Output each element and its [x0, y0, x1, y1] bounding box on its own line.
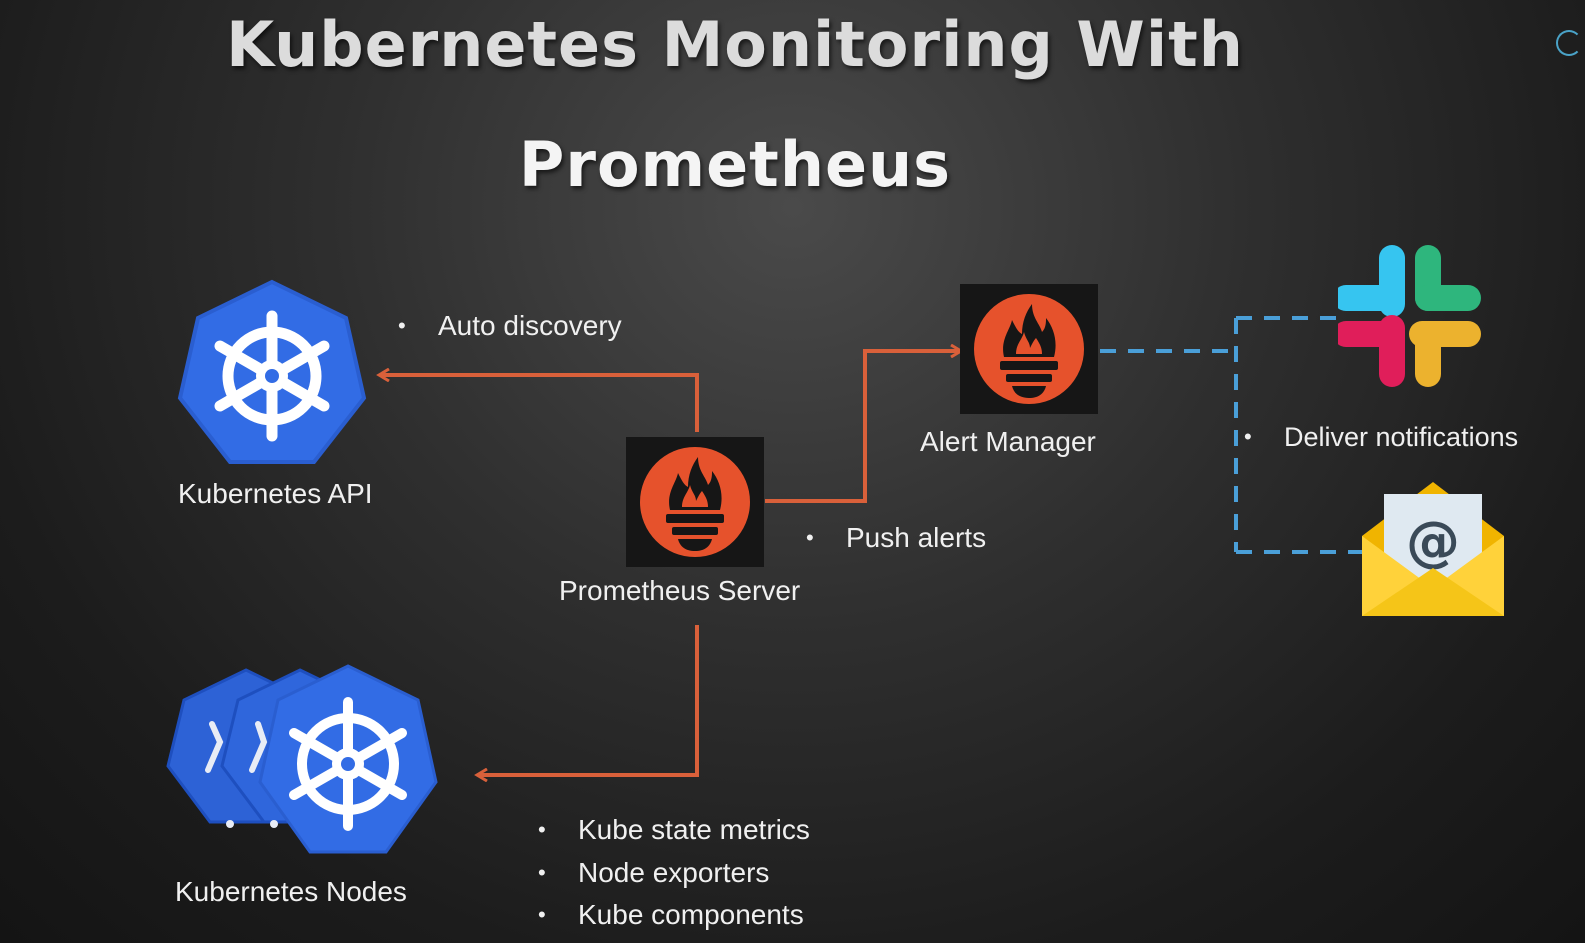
kubernetes-icon — [177, 279, 367, 464]
kubernetes-nodes-icon — [166, 664, 438, 854]
node-metrics-text: Kube state metrics — [578, 814, 810, 845]
bullet-dot: • — [538, 902, 546, 927]
arrow-to-alert-manager — [765, 351, 960, 503]
push-alerts-text: Push alerts — [846, 522, 987, 553]
prometheus-icon — [626, 437, 764, 567]
node-metrics-item: • Kube components — [538, 899, 804, 931]
title-line-2: Prometheus — [518, 128, 952, 201]
deliver-notifications-text: Deliver notifications — [1284, 422, 1519, 452]
email-icon: @ — [1362, 482, 1504, 616]
svg-text:@: @ — [1406, 510, 1460, 573]
corner-ring-icon — [1556, 30, 1582, 56]
slack-icon — [1338, 245, 1481, 387]
node-metrics-item: • Node exporters — [538, 857, 769, 889]
bullet-dot: • — [1244, 424, 1252, 449]
arrow-to-kubernetes-nodes — [478, 625, 699, 775]
push-alerts-note: • Push alerts — [806, 522, 986, 554]
node-metrics-text: Node exporters — [578, 857, 770, 888]
prometheus-server-label: Prometheus Server — [559, 575, 801, 606]
node-metrics-item: • Kube state metrics — [538, 814, 810, 846]
auto-discovery-text: Auto discovery — [438, 310, 622, 341]
bullet-dot: • — [806, 525, 814, 550]
alert-manager-label: Alert Manager — [920, 426, 1096, 457]
kubernetes-api-label: Kubernetes API — [178, 478, 373, 509]
prometheus-icon — [960, 284, 1098, 414]
bullet-dot: • — [398, 313, 406, 338]
title-line-1: Kubernetes Monitoring With — [226, 8, 1244, 81]
deliver-notifications-note: • Deliver notifications — [1244, 422, 1518, 453]
node-metrics-text: Kube components — [578, 899, 804, 930]
bullet-dot: • — [538, 860, 546, 885]
bullet-dot: • — [538, 817, 546, 842]
kubernetes-nodes-label: Kubernetes Nodes — [175, 876, 407, 907]
auto-discovery-note: • Auto discovery — [398, 310, 622, 342]
arrow-to-kubernetes-api — [380, 375, 699, 432]
